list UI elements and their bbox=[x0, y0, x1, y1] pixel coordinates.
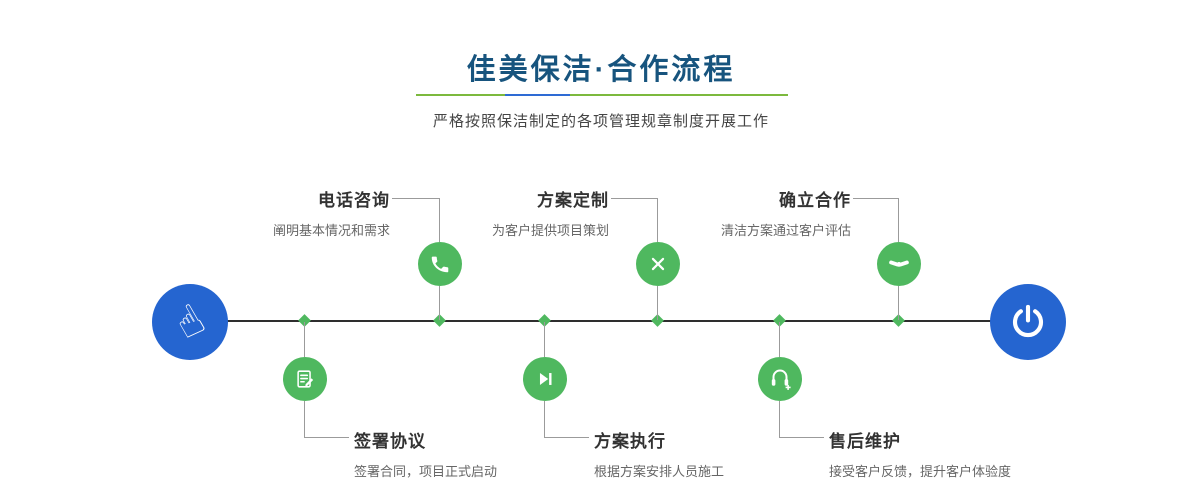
handshake-icon bbox=[889, 260, 909, 267]
step-desc: 阐明基本情况和需求 bbox=[272, 223, 390, 238]
aftersales-icon bbox=[771, 369, 791, 390]
connector-line bbox=[779, 437, 824, 438]
underline-blue-segment bbox=[505, 94, 570, 96]
connector-line bbox=[898, 198, 899, 242]
step-title: 电话咨询 bbox=[318, 191, 390, 210]
pointer-hand-icon: ☝ bbox=[166, 294, 213, 349]
step-node-handshake bbox=[877, 242, 921, 286]
step-aftersales: 售后维护 接受客户反馈，提升客户体验度 bbox=[829, 427, 1011, 480]
connector-line bbox=[898, 286, 899, 320]
design-icon bbox=[651, 257, 665, 271]
step-node-design bbox=[636, 242, 680, 286]
connector-line bbox=[544, 401, 545, 438]
step-desc: 清洁方案通过客户评估 bbox=[720, 223, 851, 238]
connector-line bbox=[657, 286, 658, 320]
timeline-line bbox=[190, 320, 1028, 322]
connector-line bbox=[439, 286, 440, 320]
connector-line bbox=[657, 198, 658, 242]
title-underline bbox=[416, 94, 788, 96]
connector-line bbox=[304, 401, 305, 438]
connector-line bbox=[779, 401, 780, 438]
underline-green-segment bbox=[416, 94, 505, 96]
step-title: 确立合作 bbox=[779, 191, 851, 210]
connector-line bbox=[304, 437, 349, 438]
step-desc: 签署合同，项目正式启动 bbox=[354, 464, 498, 479]
underline-green-segment bbox=[570, 94, 788, 96]
connector-line bbox=[544, 437, 589, 438]
connector-line bbox=[304, 322, 305, 357]
connector-line bbox=[853, 198, 898, 199]
step-desc: 根据方案安排人员施工 bbox=[594, 464, 725, 479]
contract-icon bbox=[297, 370, 314, 388]
flow-end-node bbox=[990, 284, 1066, 360]
page-subtitle: 严格按照保洁制定的各项管理规章制度开展工作 bbox=[432, 113, 769, 130]
step-title: 方案执行 bbox=[594, 432, 666, 451]
step-title: 售后维护 bbox=[829, 432, 901, 451]
phone-icon bbox=[431, 256, 449, 273]
power-icon bbox=[1013, 304, 1043, 338]
page-title: 佳美保洁·合作流程 bbox=[466, 54, 736, 86]
step-execute: 方案执行 根据方案安排人员施工 bbox=[594, 427, 724, 480]
step-desc: 接受客户反馈，提升客户体验度 bbox=[829, 464, 1012, 479]
step-title: 签署协议 bbox=[354, 432, 426, 451]
connector-line bbox=[392, 198, 439, 199]
step-node-phone bbox=[418, 242, 462, 286]
step-node-aftersales bbox=[758, 357, 802, 401]
connector-line bbox=[439, 198, 440, 242]
connector-line bbox=[611, 198, 657, 199]
step-contract: 签署协议 签署合同，项目正式启动 bbox=[354, 427, 497, 480]
execute-icon bbox=[539, 373, 552, 385]
step-design: 方案定制 为客户提供项目策划 bbox=[492, 186, 609, 239]
step-handshake: 确立合作 清洁方案通过客户评估 bbox=[721, 186, 851, 239]
step-node-execute bbox=[523, 357, 567, 401]
flow-start-node: ☝ bbox=[152, 284, 228, 360]
step-desc: 为客户提供项目策划 bbox=[491, 223, 609, 238]
step-node-contract bbox=[283, 357, 327, 401]
step-title: 方案定制 bbox=[537, 191, 609, 210]
connector-line bbox=[779, 322, 780, 357]
connector-line bbox=[544, 322, 545, 357]
step-phone: 电话咨询 阐明基本情况和需求 bbox=[273, 186, 390, 239]
